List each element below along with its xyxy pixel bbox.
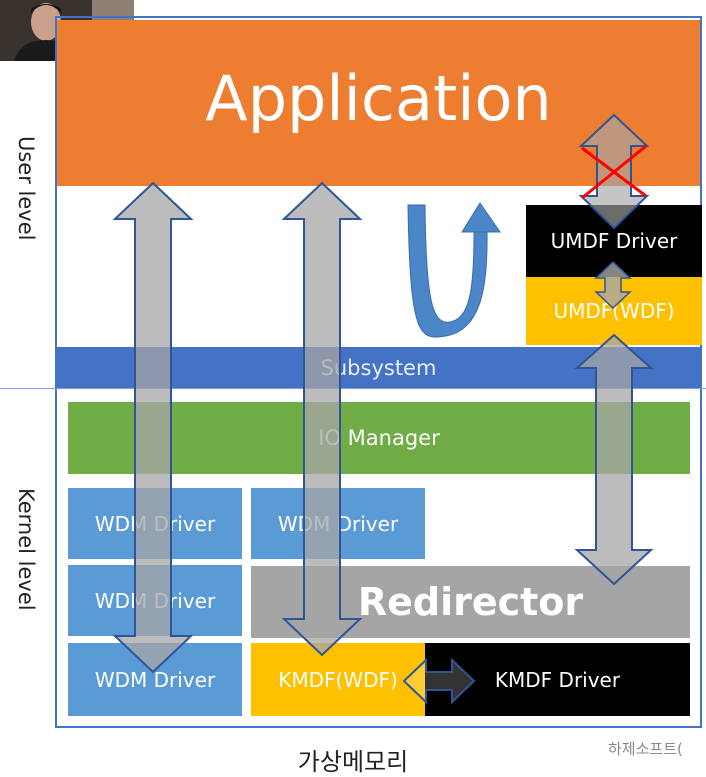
- umdf-internal-arrow: [594, 260, 632, 310]
- wdm-driver-label: WDM Driver: [94, 667, 216, 692]
- umdf-driver-label: UMDF Driver: [550, 229, 678, 253]
- user-kernel-arrow-left: [112, 181, 194, 674]
- kmdf-driver-block: KMDF Driver: [425, 643, 690, 716]
- blocked-cross-icon: [581, 144, 647, 200]
- virtual-memory-caption: 가상메모리: [297, 748, 409, 776]
- kernel-level-label: Kernel level: [14, 488, 38, 611]
- kmdf-driver-label: KMDF Driver: [494, 667, 621, 692]
- user-kernel-arrow-middle: [281, 181, 363, 657]
- user-level-label: User level: [14, 136, 38, 241]
- kmdf-wdf-label: KMDF(WDF): [278, 667, 398, 692]
- kmdf-internal-arrow: [402, 657, 476, 705]
- redirector-label: Redirector: [357, 580, 584, 624]
- user-kernel-divider: [0, 388, 706, 389]
- subsystem-redirector-arrow: [574, 333, 654, 586]
- watermark-text: 하제소프트(: [608, 740, 683, 758]
- application-label: Application: [205, 62, 552, 135]
- application-block: [57, 20, 700, 186]
- u-turn-arrow-icon: [407, 202, 501, 338]
- kmdf-wdf-block: KMDF(WDF): [251, 643, 425, 716]
